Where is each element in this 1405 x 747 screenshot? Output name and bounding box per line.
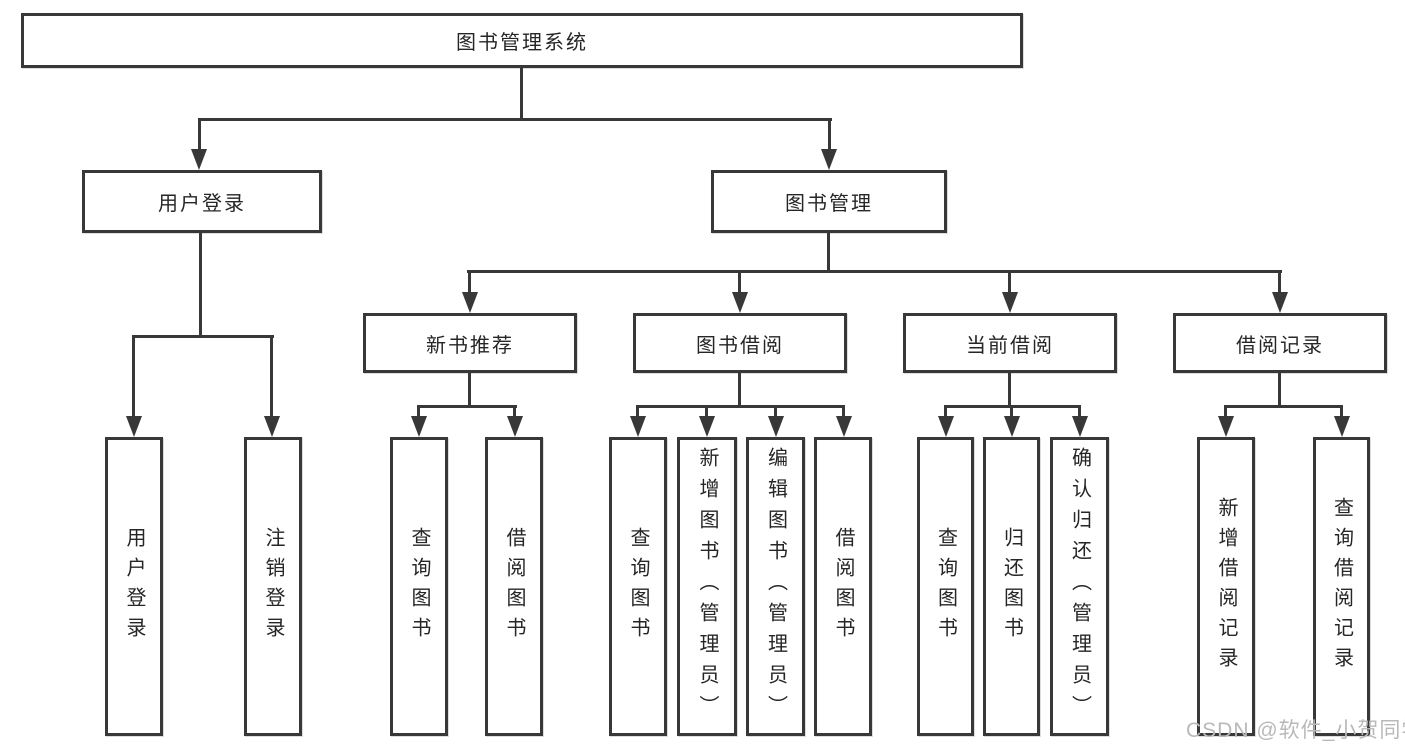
leaf-add-book-admin: 新增图书（管理员） — [677, 437, 737, 736]
connector-line — [827, 233, 830, 273]
connector-line — [944, 405, 947, 419]
connector-line — [636, 405, 639, 419]
leaf-query-books-recommend: 查询图书 — [390, 437, 448, 736]
arrowhead-icon — [462, 292, 478, 313]
connector-line — [1008, 270, 1011, 296]
connector-line — [132, 335, 135, 419]
leaf-query-borrow-record: 查询借阅记录 — [1313, 437, 1370, 736]
leaf-query-books-recommend-label: 查询图书 — [408, 526, 430, 647]
leaf-borrow-books-recommend-label: 借阅图书 — [503, 526, 525, 647]
arrowhead-icon — [768, 416, 784, 437]
node-book-borrowing: 图书借阅 — [633, 313, 847, 373]
leaf-return-books-label: 归还图书 — [1000, 526, 1023, 647]
leaf-add-book-admin-label: 新增图书（管理员） — [696, 447, 718, 726]
leaf-logout: 注销登录 — [244, 437, 302, 736]
arrowhead-icon — [699, 416, 715, 437]
connector-line — [467, 270, 1282, 273]
connector-line — [738, 270, 741, 296]
node-new-book-recommend-label: 新书推荐 — [426, 334, 514, 357]
arrowhead-icon — [821, 149, 837, 170]
connector-line — [417, 405, 420, 419]
connector-line — [636, 405, 845, 408]
leaf-logout-label: 注销登录 — [262, 526, 284, 647]
connector-line — [198, 118, 832, 121]
arrowhead-icon — [1272, 292, 1288, 313]
leaf-query-books-borrow-label: 查询图书 — [627, 526, 649, 647]
connector-line — [1078, 405, 1081, 419]
leaf-query-books-borrow: 查询图书 — [609, 437, 667, 736]
connector-line — [1278, 270, 1281, 296]
arrowhead-icon — [191, 149, 207, 170]
leaf-user-login-label: 用户登录 — [123, 526, 145, 647]
node-user-login: 用户登录 — [82, 170, 322, 233]
leaf-user-login: 用户登录 — [105, 437, 163, 736]
leaf-edit-book-admin: 编辑图书（管理员） — [746, 437, 805, 736]
arrowhead-icon — [732, 292, 748, 313]
leaf-borrow-books-borrow: 借阅图书 — [814, 437, 872, 736]
connector-line — [270, 335, 273, 419]
arrowhead-icon — [264, 416, 280, 437]
leaf-add-borrow-record: 新增借阅记录 — [1197, 437, 1255, 736]
connector-line — [1008, 373, 1011, 408]
arrowhead-icon — [836, 416, 852, 437]
connector-line — [1278, 373, 1281, 408]
leaf-query-borrow-record-label: 查询借阅记录 — [1330, 496, 1353, 677]
leaf-edit-book-admin-label: 编辑图书（管理员） — [764, 447, 787, 726]
leaf-query-books-current: 查询图书 — [917, 437, 974, 736]
connector-line — [1010, 405, 1013, 419]
node-borrowing-records: 借阅记录 — [1173, 313, 1387, 373]
node-root: 图书管理系统 — [21, 13, 1023, 68]
arrowhead-icon — [126, 416, 142, 437]
node-borrowing-records-label: 借阅记录 — [1236, 334, 1324, 357]
connector-line — [1224, 405, 1227, 419]
leaf-borrow-books-borrow-label: 借阅图书 — [832, 526, 854, 647]
connector-line — [520, 68, 523, 118]
leaf-borrow-books-recommend: 借阅图书 — [485, 437, 543, 736]
connector-line — [132, 335, 274, 338]
arrowhead-icon — [1072, 416, 1088, 437]
node-new-book-recommend: 新书推荐 — [363, 313, 577, 373]
watermark: CSDN @软件_小贺同学 — [1186, 719, 1405, 742]
leaf-return-books: 归还图书 — [983, 437, 1040, 736]
leaf-query-books-current-label: 查询图书 — [934, 526, 957, 647]
leaf-confirm-return-admin: 确认归还（管理员） — [1050, 437, 1109, 736]
connector-line — [1224, 405, 1343, 408]
connector-line — [199, 233, 202, 338]
connector-line — [705, 405, 708, 419]
connector-line — [468, 373, 471, 408]
arrowhead-icon — [630, 416, 646, 437]
arrowhead-icon — [1218, 416, 1234, 437]
node-current-borrowing: 当前借阅 — [903, 313, 1117, 373]
leaf-confirm-return-admin-label: 确认归还（管理员） — [1068, 447, 1091, 726]
node-book-borrowing-label: 图书借阅 — [696, 334, 784, 357]
arrowhead-icon — [938, 416, 954, 437]
connector-line — [842, 405, 845, 419]
connector-line — [1340, 405, 1343, 419]
node-root-label: 图书管理系统 — [456, 32, 588, 54]
connector-line — [738, 373, 741, 408]
connector-line — [468, 270, 471, 296]
connector-line — [774, 405, 777, 419]
connector-line — [198, 118, 201, 154]
connector-line — [417, 405, 517, 408]
node-current-borrowing-label: 当前借阅 — [966, 334, 1054, 357]
node-book-management-label: 图书管理 — [785, 193, 873, 215]
node-book-management: 图书管理 — [711, 170, 947, 233]
node-user-login-label: 用户登录 — [158, 193, 246, 215]
connector-line — [513, 405, 516, 419]
arrowhead-icon — [1334, 416, 1350, 437]
connector-line — [828, 118, 831, 154]
leaf-add-borrow-record-label: 新增借阅记录 — [1215, 496, 1237, 677]
arrowhead-icon — [411, 416, 427, 437]
arrowhead-icon — [1004, 416, 1020, 437]
arrowhead-icon — [1002, 292, 1018, 313]
arrowhead-icon — [507, 416, 523, 437]
